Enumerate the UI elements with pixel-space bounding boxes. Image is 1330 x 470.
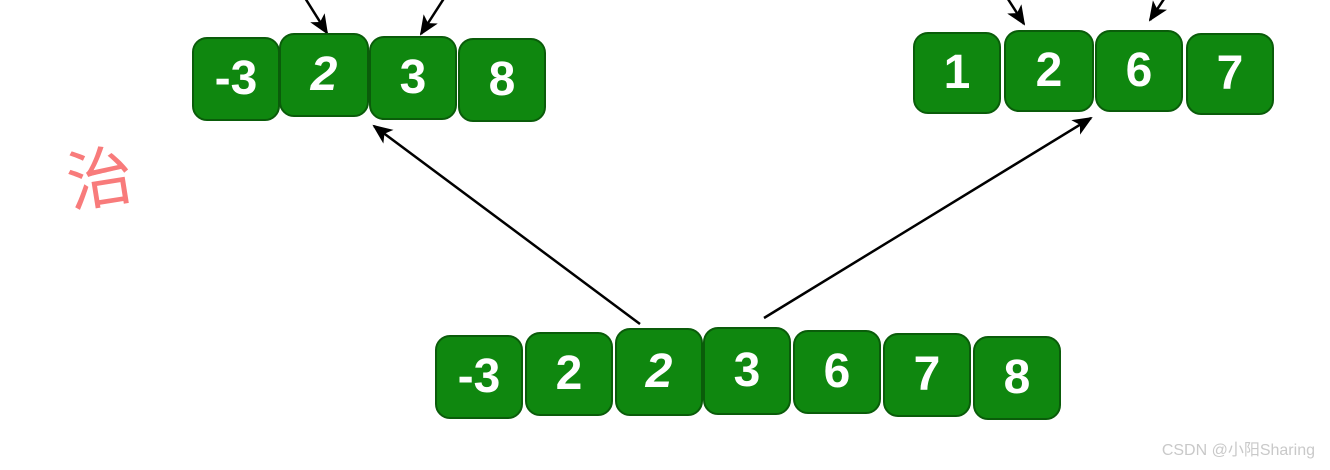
array-cell: 6 <box>793 330 881 414</box>
conquer-label: 治 <box>61 137 139 221</box>
pointer-arrow-left-3-icon <box>419 0 445 36</box>
merge-arrow-to-left-icon <box>372 124 641 326</box>
array-cell: 8 <box>973 336 1061 420</box>
pointer-arrow-right-6-icon <box>1148 0 1168 22</box>
array-cell: 7 <box>883 333 971 417</box>
pointer-arrow-left-2-icon <box>304 0 329 35</box>
array-cell: 2 <box>525 332 613 416</box>
array-cell: 2 <box>279 33 369 117</box>
array-cell: 8 <box>458 38 546 122</box>
array-cell: 3 <box>369 36 457 120</box>
array-cell: 1 <box>913 32 1001 114</box>
array-cell: -3 <box>192 37 280 121</box>
array-cell: -3 <box>435 335 523 419</box>
array-cell: 6 <box>1095 30 1183 112</box>
pointer-arrow-right-2-icon <box>1007 0 1026 26</box>
watermark: CSDN @小阳Sharing <box>1161 442 1315 459</box>
array-cell: 2 <box>1004 30 1094 112</box>
merge-arrow-to-right-icon <box>763 116 1093 320</box>
array-cell: 2 <box>615 328 703 416</box>
array-cell: 3 <box>703 327 791 415</box>
array-cell: 7 <box>1186 33 1274 115</box>
